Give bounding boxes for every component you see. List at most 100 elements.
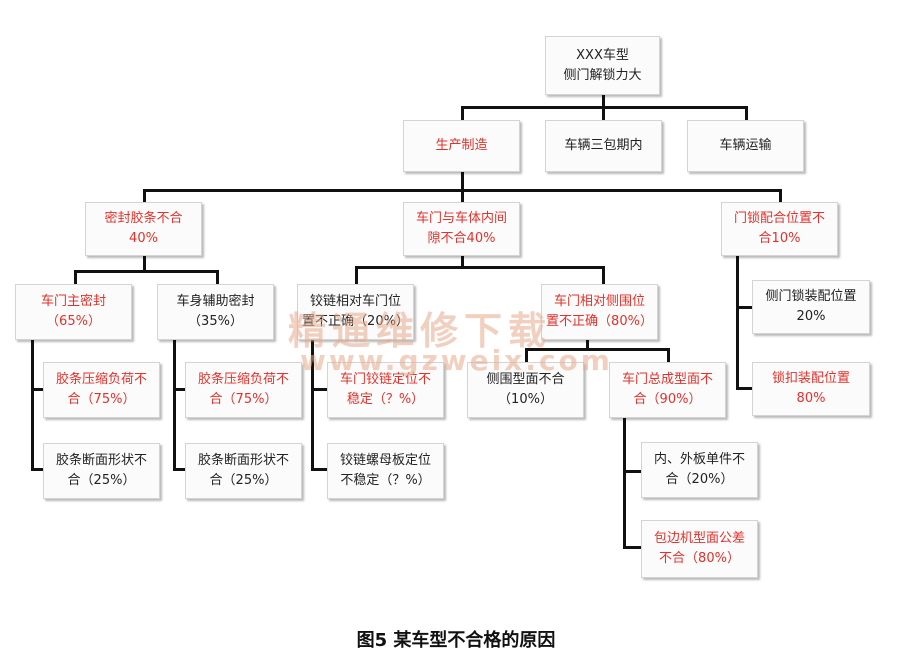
connector (216, 270, 219, 284)
node-transport: 车辆运输 (687, 120, 804, 172)
node-aux-compress-line1: 胶条压缩负荷不 (197, 372, 289, 387)
node-lock-install: 侧门锁装配位置 20% (752, 280, 870, 334)
connector (31, 388, 43, 391)
node-seal-line1: 密封胶条不合 (104, 211, 183, 226)
node-lock-line2: 合10% (758, 231, 801, 246)
node-gap-line2: 隙不合40% (427, 231, 496, 246)
node-hinge-fix-line2: 稳定（？%） (346, 392, 425, 407)
connector (623, 546, 641, 549)
connector (602, 106, 605, 120)
node-hinge-position: 铰链相对车门位 置不正确（20%） (297, 284, 414, 340)
node-main-section: 胶条断面形状不 合（25%） (43, 443, 160, 499)
connector (311, 340, 314, 470)
node-lock-install-line1: 侧门锁装配位置 (765, 289, 857, 304)
connector (173, 388, 185, 391)
node-side-profile: 侧围型面不合 （10%） (467, 362, 584, 418)
node-aux-section-line1: 胶条断面形状不 (197, 453, 289, 468)
connector (143, 189, 146, 202)
node-main-section-line1: 胶条断面形状不 (55, 453, 147, 468)
node-side-profile-line1: 侧围型面不合 (486, 372, 565, 387)
watermark-url: www.gzweix.com (300, 344, 613, 377)
connector (586, 340, 589, 351)
node-striker-install-line1: 锁扣装配位置 (771, 371, 850, 386)
connector (31, 340, 34, 470)
connector (736, 256, 739, 390)
node-hinge-nut-line1: 铰链螺母板定位 (339, 453, 431, 468)
node-main-seal: 车门主密封 （65%） (15, 284, 132, 340)
node-hemming-line2: 不合（80%） (659, 551, 740, 566)
node-door-profile: 车门总成型面不 合（90%） (609, 362, 726, 418)
node-aux-compress: 胶条压缩负荷不 合（75%） (185, 362, 302, 418)
connector (461, 106, 464, 120)
node-production-label: 生产制造 (435, 138, 488, 153)
root-node-line1: XXX车型 (576, 47, 629, 63)
node-striker-install-line2: 80% (796, 391, 826, 406)
node-panel-line2: 合（20%） (665, 472, 734, 487)
node-lock: 门锁配合位置不 合10% (721, 202, 838, 256)
node-door-profile-line1: 车门总成型面不 (621, 372, 713, 387)
node-aux-section: 胶条断面形状不 合（25%） (185, 443, 302, 499)
connector (355, 266, 358, 284)
node-main-compress-line1: 胶条压缩负荷不 (55, 372, 147, 387)
node-side-position-line1: 车门相对侧围位 (553, 294, 645, 309)
node-lock-line1: 门锁配合位置不 (733, 211, 825, 226)
connector (461, 172, 464, 191)
connector (74, 270, 219, 273)
node-main-seal-line2: （65%） (46, 314, 101, 329)
node-hinge-position-line2: 置不正确（20%） (302, 314, 409, 329)
connector (525, 348, 528, 362)
connector (779, 189, 782, 202)
connector (173, 340, 176, 470)
node-hinge-position-line1: 铰链相对车门位 (309, 294, 401, 309)
node-side-position-line2: 置不正确（80%） (546, 314, 653, 329)
connector (311, 388, 327, 391)
connector (143, 256, 146, 272)
connector (745, 106, 748, 120)
connector (602, 95, 605, 108)
connector (173, 468, 185, 471)
node-main-compress: 胶条压缩负荷不 合（75%） (43, 362, 160, 418)
connector (736, 306, 752, 309)
node-hemming: 包边机型面公差 不合（80%） (641, 520, 758, 578)
root-node-line2: 侧门解锁力大 (563, 67, 642, 83)
connector (602, 266, 605, 284)
node-production: 生产制造 (403, 120, 520, 172)
node-gap: 车门与车体内间 隙不合40% (403, 202, 520, 256)
connector (31, 468, 43, 471)
node-aux-seal: 车身辅助密封 （35%） (157, 284, 274, 340)
node-lock-install-line2: 20% (796, 309, 826, 324)
node-panel-line1: 内、外板单件不 (653, 452, 745, 467)
root-node: XXX车型 侧门解锁力大 (545, 36, 660, 95)
node-warranty: 车辆三包期内 (545, 120, 662, 172)
watermark-text: 精通维修下载 (288, 309, 553, 353)
node-aux-seal-line1: 车身辅助密封 (176, 294, 255, 309)
node-aux-section-line2: 合（25%） (209, 473, 278, 488)
connector (74, 270, 77, 284)
connector (461, 189, 464, 202)
connector (623, 418, 626, 548)
node-transport-label: 车辆运输 (719, 138, 772, 153)
connector (355, 266, 605, 269)
node-warranty-label: 车辆三包期内 (564, 138, 643, 153)
connector (461, 256, 464, 269)
connector (525, 348, 670, 351)
node-aux-seal-line2: （35%） (188, 314, 243, 329)
node-main-compress-line2: 合（75%） (67, 392, 136, 407)
node-seal-line2: 40% (129, 231, 158, 246)
figure-caption: 图5 某车型不合格的原因 (356, 630, 556, 651)
node-side-position: 车门相对侧围位 置不正确（80%） (541, 284, 658, 340)
connector (736, 387, 752, 390)
node-hinge-fix-line1: 车门铰链定位不 (339, 372, 431, 387)
node-hinge-nut-line2: 不稳定（？%） (340, 473, 431, 488)
node-hinge-nut: 铰链螺母板定位 不稳定（？%） (327, 443, 444, 499)
node-hinge-fix: 车门铰链定位不 稳定（？%） (327, 362, 444, 418)
node-gap-line1: 车门与车体内间 (415, 211, 507, 226)
node-striker-install: 锁扣装配位置 80% (752, 362, 870, 416)
node-main-seal-line1: 车门主密封 (40, 294, 106, 309)
node-door-profile-line2: 合（90%） (633, 392, 702, 407)
connector (667, 348, 670, 362)
connector (311, 468, 327, 471)
node-aux-compress-line2: 合（75%） (209, 392, 278, 407)
node-seal: 密封胶条不合 40% (85, 202, 202, 256)
